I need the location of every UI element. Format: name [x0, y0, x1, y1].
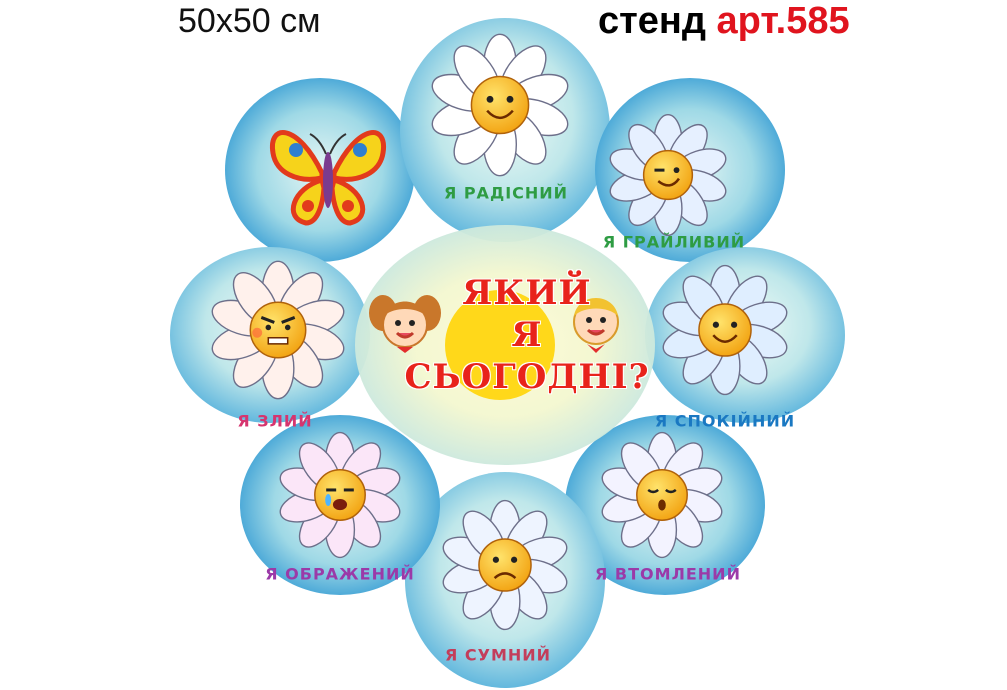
daisy-tired — [601, 431, 723, 559]
mood-label-calm: Я СПОКІЙНИЙ — [654, 411, 796, 431]
tired-face-icon — [647, 488, 677, 511]
mood-label-sad: Я СУМНИЙ — [444, 645, 552, 665]
size-label: 50x50 см — [178, 2, 321, 40]
mood-label-joyful: Я РАДІСНИЙ — [443, 183, 569, 203]
stand-word: стенд — [598, 0, 706, 42]
daisy-joyful — [431, 33, 569, 177]
daisy-offended — [279, 431, 401, 559]
mood-label-tired: Я ВТОМЛЕНИЙ — [595, 564, 741, 584]
cry-face-icon — [325, 488, 354, 511]
daisy-calm — [662, 264, 788, 396]
mood-label-playful: Я ГРАЙЛИВИЙ — [602, 232, 746, 252]
mood-label-offended: Я ОБРАЖЕНИЙ — [265, 564, 415, 584]
girl-face — [369, 295, 441, 353]
daisies — [211, 33, 788, 631]
boy-face — [573, 298, 619, 353]
daisy-playful — [609, 113, 727, 237]
article-code: арт.585 — [716, 0, 850, 42]
page-title: ЯКИЙ Я СЬОГОДНІ? — [404, 272, 649, 398]
article-label: стенд арт.585 — [598, 0, 850, 43]
sun — [445, 290, 555, 400]
calm-face-icon — [712, 321, 738, 343]
daisy-sad — [442, 499, 568, 631]
sad-face-icon — [492, 556, 518, 579]
title-line-1: ЯКИЙ — [462, 273, 592, 313]
title-line-3: СЬОГОДНІ? — [404, 357, 650, 397]
mood-label-angry: Я ЗЛИЙ — [237, 411, 313, 431]
happy-face-icon — [486, 95, 514, 120]
angry-face-icon — [252, 316, 296, 345]
butterfly-icon — [269, 130, 387, 226]
title-line-2: Я — [511, 315, 543, 355]
wink-face-icon — [654, 167, 680, 187]
daisy-angry — [211, 260, 345, 400]
